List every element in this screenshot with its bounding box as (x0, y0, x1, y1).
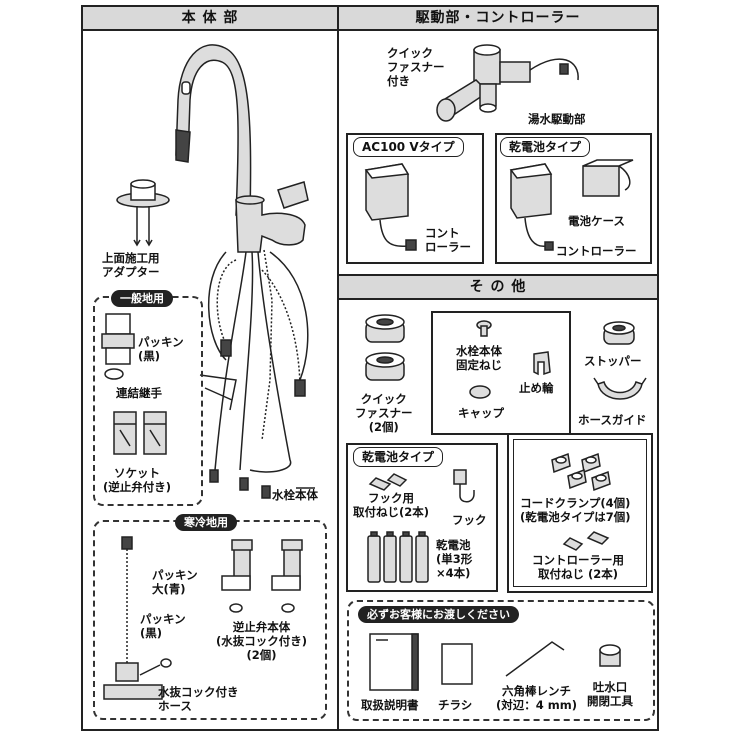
cord-clamp-icon (551, 452, 611, 492)
other-section: そ の 他 (337, 274, 659, 731)
manual-label: 取扱説明書 (361, 698, 419, 712)
spout-tool-label: 吐水口 開閉工具 (587, 680, 633, 708)
stopper-icon (603, 321, 635, 345)
hose-guide-label: ホースガイド (578, 413, 647, 427)
check-valve-label: 逆止弁本体 (水抜コック付き) (2個) (216, 620, 308, 662)
ac-controller-icon (364, 163, 417, 251)
cap-icon (469, 385, 491, 399)
cold-area-badge: 寒冷地用 (175, 514, 237, 531)
drive-quick-fastener-label: クイック ファスナー 付き (387, 46, 445, 88)
battery-drive-title: 乾電池タイプ (500, 137, 591, 157)
flyer-icon (441, 643, 473, 685)
adapter-label: 上面施工用 アダプター (102, 251, 160, 279)
drain-hose-label: 水抜コック付き ホース (158, 685, 239, 713)
general-area-badge: 一般地用 (111, 290, 173, 307)
ac-controller-label: コント ローラー (425, 226, 471, 254)
fixing-screw-icon (476, 320, 492, 337)
drive-unit-label: 湯水駆動部 (528, 112, 586, 126)
connection-joint-icon (101, 313, 135, 380)
manual-icon (369, 633, 419, 691)
joint-label: 連結継手 (116, 386, 162, 400)
faucet-body-label: 水栓本体 (272, 488, 318, 502)
cold-packing-large-label: パッキン 大(青) (152, 568, 198, 596)
stopper-label: ストッパー (584, 354, 642, 368)
spout-tool-icon (599, 644, 621, 667)
customer-items-box (347, 600, 655, 721)
hose-guide-icon (593, 377, 647, 400)
hook-screw-label: フック用 取付ねじ(2本) (353, 491, 430, 519)
retaining-ring-icon (533, 351, 551, 376)
battery-case-label: 電池ケース (568, 214, 625, 228)
controller-screw-label: コントローラー用 取付ねじ (2本) (532, 553, 624, 581)
drive-section: 駆動部・コントローラー (337, 5, 659, 276)
drive-unit-icon (436, 44, 579, 122)
fixing-screw-label: 水栓本体 固定ねじ (456, 344, 502, 372)
drive-header: 駆動部・コントローラー (339, 7, 657, 31)
other-header: そ の 他 (339, 276, 657, 300)
controller-screw-icon (562, 531, 610, 551)
battery-label: 乾電池 (単3形 ×4本) (436, 538, 473, 580)
top-mount-adapter-icon (116, 179, 170, 247)
socket-icon (113, 411, 167, 455)
battery-parts-title: 乾電池タイプ (353, 447, 444, 467)
hex-wrench-icon (505, 641, 565, 677)
general-packing-label: パッキン (黒) (138, 335, 184, 363)
main-body-header: 本 体 部 (83, 7, 337, 31)
hook-screw-icon (368, 473, 408, 491)
battery-controller-icon (509, 159, 634, 251)
hook-icon (453, 469, 475, 503)
customer-badge: 必ずお客様にお渡しください (358, 606, 519, 623)
flyer-label: チラシ (438, 698, 473, 712)
drain-cock-hose-icon (103, 536, 172, 700)
cord-clamp-label: コードクランプ(4個) (乾電池タイプは7個) (520, 496, 631, 524)
cap-label: キャップ (458, 406, 504, 420)
other-quick-fastener-label: クイック ファスナー (2個) (355, 392, 413, 434)
cold-packing-black-label: パッキン (黒) (140, 612, 186, 640)
retaining-ring-label: 止め輪 (519, 381, 554, 395)
socket-label: ソケット (逆止弁付き) (103, 466, 172, 494)
check-valve-icon (221, 539, 303, 613)
hook-label: フック (452, 513, 487, 527)
clamp-box-inner (513, 439, 647, 587)
batteries-icon (367, 531, 429, 583)
ac-type-title: AC100 Vタイプ (353, 137, 464, 157)
quick-fastener-pair-icon (365, 314, 405, 381)
battery-controller-label: コントローラー (556, 244, 637, 258)
hex-wrench-label: 六角棒レンチ (対辺：4 mm) (496, 684, 577, 712)
